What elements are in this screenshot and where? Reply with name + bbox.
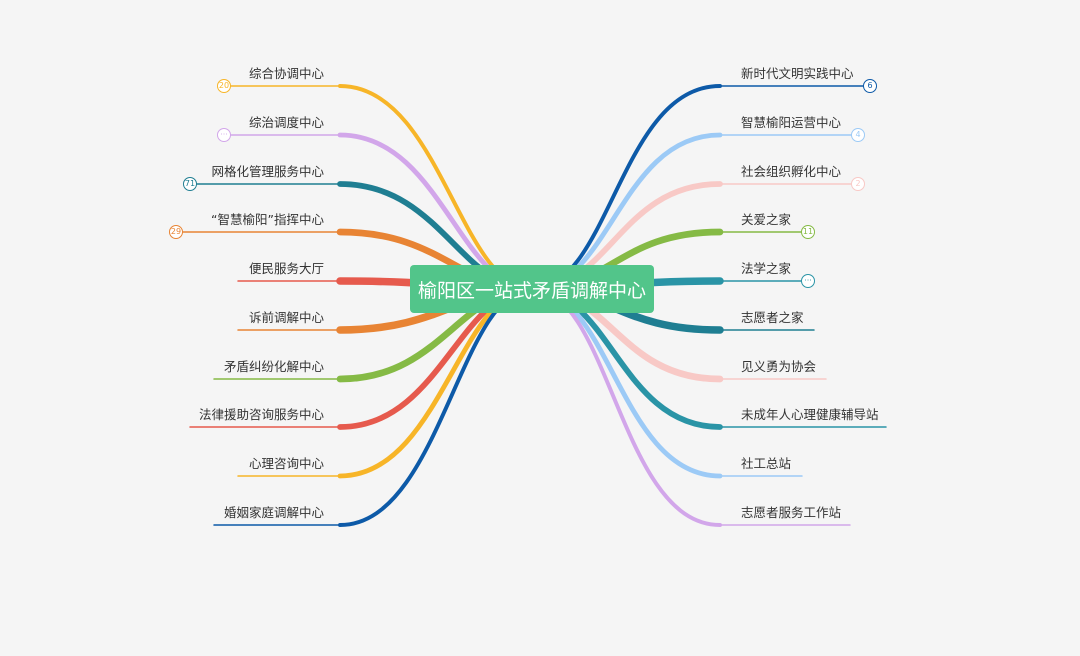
- center-topic-label: 榆阳区一站式矛盾调解中心: [417, 279, 646, 302]
- branch-label[interactable]: 志愿者服务工作站: [741, 505, 842, 520]
- collapse-count-badge[interactable]: ···: [801, 274, 815, 288]
- branch-label[interactable]: 见义勇为协会: [741, 359, 817, 374]
- branch-label[interactable]: 综合协调中心: [248, 66, 324, 81]
- branch-label[interactable]: 心理咨询中心: [248, 456, 324, 471]
- collapse-count-badge[interactable]: 11: [801, 225, 815, 239]
- branch-label[interactable]: 综治调度中心: [248, 115, 324, 130]
- branch-label[interactable]: 法学之家: [741, 261, 792, 276]
- center-topic[interactable]: 榆阳区一站式矛盾调解中心: [410, 265, 654, 313]
- branch-label[interactable]: 社会组织孵化中心: [741, 164, 842, 179]
- collapse-count-badge[interactable]: 6: [863, 79, 877, 93]
- branch-label[interactable]: 法律援助咨询服务中心: [198, 407, 324, 422]
- branch-label[interactable]: 便民服务大厅: [248, 261, 324, 276]
- branch-label[interactable]: 新时代文明实践中心: [741, 66, 854, 81]
- collapse-count-badge[interactable]: 29: [169, 225, 183, 239]
- branch-label[interactable]: 关爱之家: [741, 212, 792, 227]
- branch-edge: [338, 287, 534, 527]
- collapse-count-badge[interactable]: 2: [851, 177, 865, 191]
- branch-label[interactable]: 诉前调解中心: [248, 310, 324, 325]
- branch-edge: [530, 287, 722, 527]
- branch-label[interactable]: 志愿者之家: [741, 310, 804, 325]
- branch-label[interactable]: 网格化管理服务中心: [211, 164, 324, 179]
- collapse-count-badge[interactable]: 71: [183, 177, 197, 191]
- branch-edge: [529, 286, 723, 479]
- branch-label[interactable]: 未成年人心理健康辅导站: [741, 407, 879, 422]
- branch-label[interactable]: 婚姻家庭调解中心: [223, 505, 324, 520]
- collapse-count-badge[interactable]: ···: [217, 128, 231, 142]
- collapse-count-badge[interactable]: 20: [217, 79, 231, 93]
- branch-label[interactable]: 智慧榆阳运营中心: [741, 115, 842, 130]
- branch-label[interactable]: “智慧榆阳”指挥中心: [211, 212, 324, 227]
- collapse-count-badge[interactable]: 4: [851, 128, 865, 142]
- branch-label[interactable]: 矛盾纠纷化解中心: [223, 359, 324, 374]
- branch-label[interactable]: 社工总站: [741, 456, 792, 471]
